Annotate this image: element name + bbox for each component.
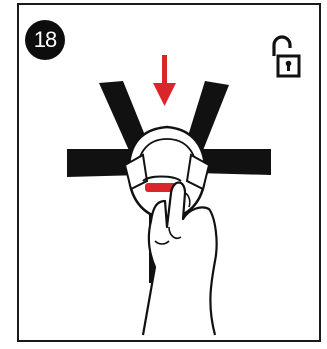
step-number: 18 [33, 27, 58, 52]
step-number-badge: 18 [25, 20, 65, 60]
arrow-down-icon [153, 55, 176, 106]
unlocked-padlock-icon [272, 35, 301, 78]
buckle-release-illustration [67, 55, 271, 336]
release-button [145, 183, 179, 192]
instruction-panel: 18 [17, 3, 321, 342]
left-hip-strap [67, 149, 141, 177]
hand-illustration [141, 181, 218, 336]
right-hip-strap [197, 149, 271, 175]
